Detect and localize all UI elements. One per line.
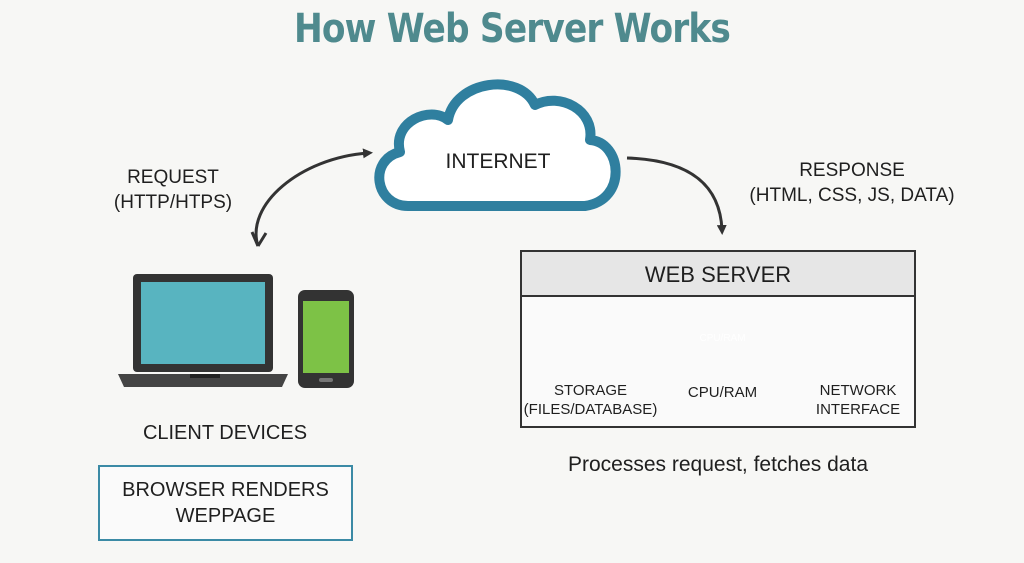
network-name: NETWORK [819, 382, 897, 399]
network-sub: INTERFACE [815, 401, 901, 418]
response-title: RESPONSE [799, 160, 905, 181]
response-label: RESPONSE (HTML, CSS, JS, DATA) [727, 158, 977, 208]
client-devices-label: CLIENT DEVICES [142, 422, 308, 444]
request-arrow [254, 148, 373, 247]
phone-icon [298, 290, 354, 388]
cpu-ram-label: CPU/RAM [687, 384, 758, 401]
request-protocol: (HTTP/HTPS) [113, 192, 233, 213]
request-label: REQUEST (HTTP/HTPS) [88, 165, 258, 215]
request-title: REQUEST [127, 167, 219, 188]
request-arrow-head-start [250, 231, 268, 247]
laptop-icon [118, 274, 288, 387]
storage-label: STORAGE (FILES/DATABASE) [518, 381, 663, 419]
diagram-title: How Web Server Works [293, 6, 731, 52]
cpu-chip-text: CPU/RAM [699, 333, 746, 344]
web-server-box: WEB SERVER [520, 250, 916, 428]
response-contents: (HTML, CSS, JS, DATA) [749, 185, 955, 206]
browser-renders-label: BROWSER RENDERS WEPPAGE [122, 479, 329, 527]
network-interface-label: NETWORK INTERFACE [808, 381, 908, 419]
web-server-header: WEB SERVER [522, 252, 914, 297]
storage-sub: (FILES/DATABASE) [523, 401, 658, 418]
browser-renders-box: BROWSER RENDERS WEPPAGE [98, 465, 353, 541]
response-arrow [626, 156, 727, 235]
internet-label: INTERNET [445, 150, 551, 173]
cloud-icon [374, 79, 621, 211]
storage-name: STORAGE [553, 382, 628, 399]
server-caption: Processes request, fetches data [568, 453, 868, 476]
